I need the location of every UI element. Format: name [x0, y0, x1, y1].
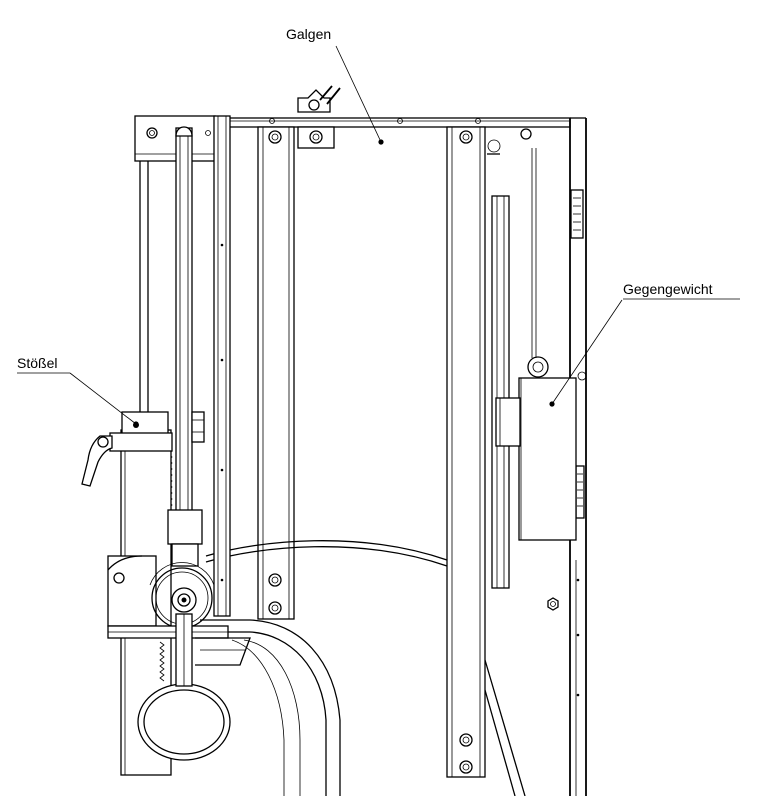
left-column — [81, 115, 251, 776]
annotation-galgen: Galgen — [286, 26, 384, 145]
label-stoessel: Stößel — [17, 355, 57, 371]
annotation-stoessel: Stößel — [17, 355, 139, 427]
label-gegengewicht: Gegengewicht — [623, 281, 713, 297]
machine-frame — [227, 85, 587, 796]
hoses — [200, 540, 448, 796]
annotation-gegengewicht: Gegengewicht — [549, 281, 740, 407]
center-uprights — [257, 126, 526, 796]
counterweight-assembly — [491, 148, 577, 589]
label-galgen: Galgen — [286, 26, 331, 42]
